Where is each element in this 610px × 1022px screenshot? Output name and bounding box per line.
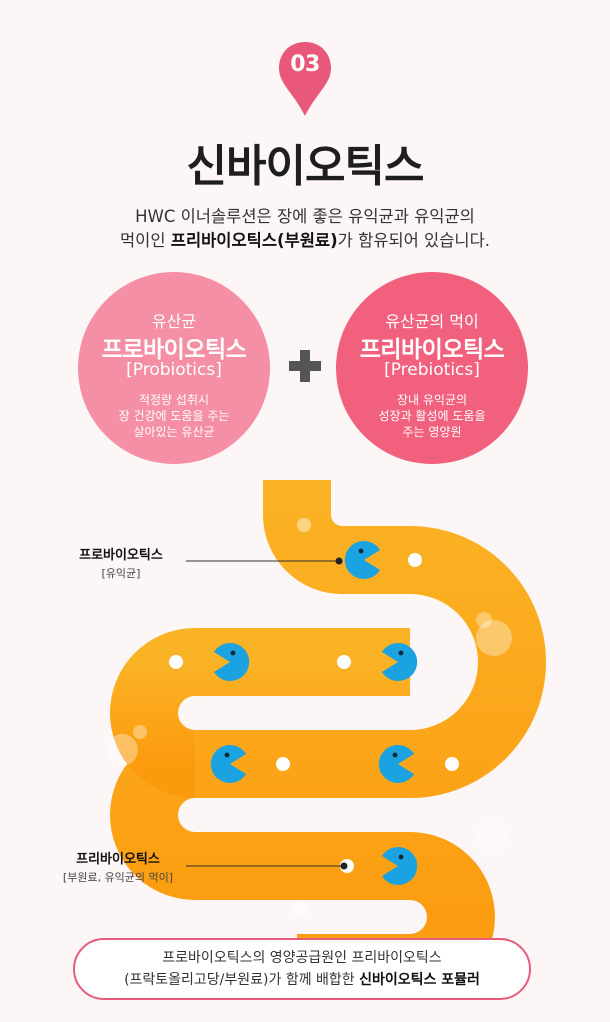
- formula-line-1: 프로바이오틱스의 영양공급원인 프리바이오틱스: [162, 950, 442, 966]
- bubble: [476, 612, 492, 628]
- prebiotics-desc-3: 주는 영양원: [402, 425, 462, 439]
- probiotics-desc-2: 장 건강에 도움을 주는: [118, 409, 230, 423]
- probiotics-small-label: 유산균: [151, 312, 197, 331]
- plus-icon: [289, 350, 321, 382]
- formula-line-2-bold: 신바이오틱스 포뮬러: [359, 972, 480, 988]
- probiotic-pacman-icon: [344, 541, 380, 579]
- pointer-dot: [340, 862, 348, 870]
- prebiotic-dot: [337, 655, 351, 669]
- formula-line-2: (프락토올리고당/부원료)가 함께 배합한 신바이오틱스 포뮬러: [75, 969, 529, 991]
- prebiotic-dot: [408, 553, 422, 567]
- formula-line-2-a: (프락토올리고당/부원료)가 함께 배합한: [124, 972, 360, 988]
- intro-line-2: 먹이인 프리바이오틱스(부원료)가 함유되어 있습니다.: [0, 229, 610, 253]
- formula-box: 프로바이오틱스의 영양공급원인 프리바이오틱스 (프락토올리고당/부원료)가 함…: [73, 938, 531, 1000]
- prebiotics-circle: 유산균의 먹이 프리바이오틱스 [Prebiotics] 장내 유익균의 성장과…: [336, 272, 528, 464]
- prebiotics-label: 프리바이오틱스 [부원료, 유익균의 먹이]: [50, 848, 186, 885]
- intro-line-1: HWC 이너솔루션은 장에 좋은 유익균과 유익균의: [135, 207, 475, 226]
- probiotics-label-main: 프로바이오틱스: [79, 548, 163, 563]
- prebiotics-label-main: 프리바이오틱스: [76, 852, 160, 867]
- probiotic-pacman-icon: [378, 745, 414, 783]
- probiotics-label-sub: [유익균]: [101, 567, 141, 580]
- intro-line-2-a: 먹이인: [119, 231, 171, 250]
- prebiotics-title: 프리바이오틱스: [359, 337, 505, 363]
- prebiotics-desc-1: 장내 유익균의: [396, 393, 468, 407]
- bubble: [476, 819, 508, 851]
- gut-tube: [110, 480, 546, 950]
- probiotic-pacman-icon: [382, 847, 418, 885]
- probiotics-circle: 유산균 프로바이오틱스 [Probiotics] 적정량 섭취시 장 건강에 도…: [78, 272, 270, 464]
- probiotic-pacman-icon: [382, 643, 418, 681]
- page-title: 신바이오틱스: [186, 141, 425, 192]
- bubble: [133, 725, 147, 739]
- probiotics-english: [Probiotics]: [126, 360, 222, 380]
- probiotics-title: 프로바이오틱스: [101, 337, 247, 363]
- probiotic-pacman-icon: [210, 745, 246, 783]
- bubble: [106, 734, 138, 766]
- prebiotics-small-label: 유산균의 먹이: [385, 312, 479, 331]
- prebiotics-desc-2: 성장과 활성에 도움을: [378, 409, 486, 423]
- probiotics-desc-1: 적정량 섭취시: [138, 393, 210, 407]
- prebiotic-dot: [276, 757, 290, 771]
- intro-line-2-b: 가 함유되어 있습니다.: [337, 231, 491, 250]
- probiotics-desc-3: 살아있는 유산균: [133, 425, 215, 439]
- prebiotic-dot: [445, 757, 459, 771]
- step-number: 03: [290, 52, 320, 77]
- pointer-dot: [335, 557, 343, 565]
- map-pin-icon: [279, 42, 331, 116]
- gut-illustration: [106, 480, 546, 950]
- bubble: [292, 900, 308, 916]
- probiotics-label: 프로바이오틱스 [유익균]: [62, 544, 180, 581]
- probiotic-pacman-icon: [214, 643, 250, 681]
- step-badge: 03: [277, 40, 333, 118]
- intro-line-2-bold: 프리바이오틱스(부원료): [170, 231, 338, 250]
- prebiotic-dot: [169, 655, 183, 669]
- prebiotics-english: [Prebiotics]: [384, 360, 480, 380]
- bubble: [476, 620, 512, 656]
- bubble: [297, 518, 311, 532]
- prebiotics-label-sub: [부원료, 유익균의 먹이]: [62, 871, 174, 884]
- intro-text: HWC 이너솔루션은 장에 좋은 유익균과 유익균의 먹이인 프리바이오틱스(부…: [0, 205, 610, 253]
